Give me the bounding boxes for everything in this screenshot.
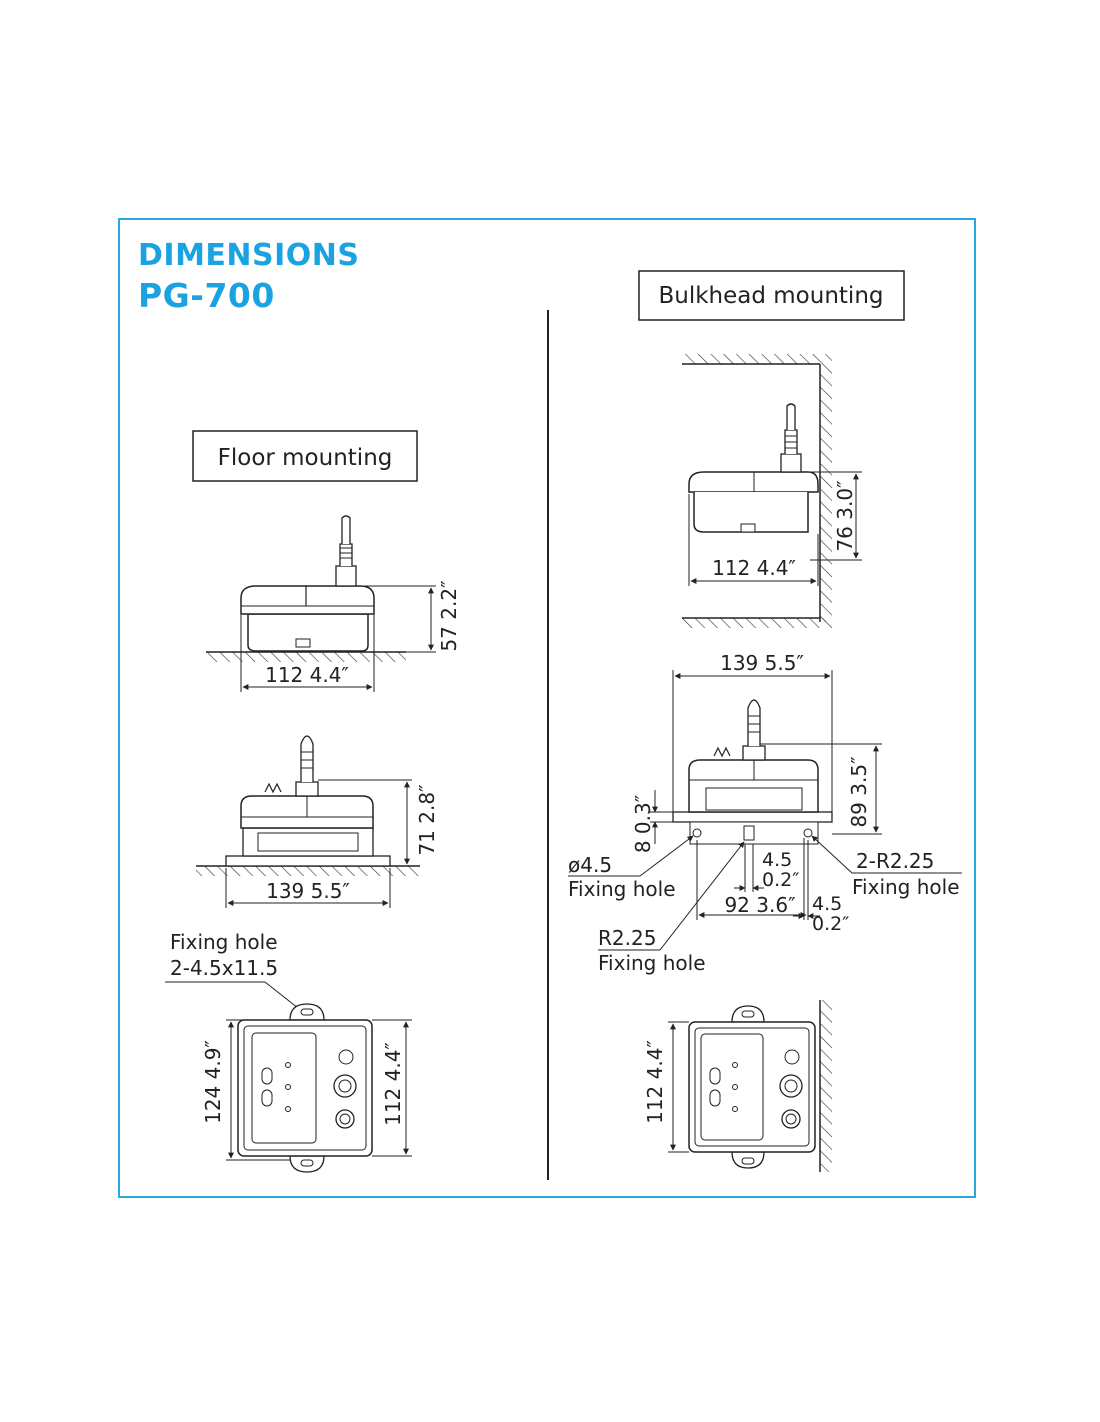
bulkhead-hole-dia-dim: ø4.5 [568, 853, 612, 877]
model-name: PG-700 [138, 276, 275, 315]
floor-top-width-dim: 112 4.4″ [381, 1042, 405, 1126]
floor-mounting-section: Floor mounting 112 4.4″ 57 2.2″ [165, 430, 461, 1173]
page-title: DIMENSIONS [138, 238, 360, 273]
floor-top-view: Fixing hole 2-4.5x11.5 124 4.9″ 11 [165, 930, 412, 1173]
floor-mounting-label-box [192, 430, 418, 482]
floor-front-view: 139 5.5″ 71 2.8″ [196, 735, 439, 908]
diagram-frame [118, 218, 976, 1198]
bulkhead-mounting-section: Bulkhead mounting 112 4.4″ 76 [568, 270, 962, 1172]
bulkhead-r-center-dim: R2.25 [598, 926, 656, 950]
floor-front-height-dim: 71 2.8″ [415, 784, 439, 855]
bulkhead-slot-side-in-dim: 0.2″ [812, 913, 849, 935]
floor-front-width-dim: 139 5.5″ [266, 879, 350, 903]
bulkhead-slot-top-dim: 4.5 [762, 849, 792, 871]
floor-fixing-hole-size: 2-4.5x11.5 [170, 956, 278, 980]
bulkhead-side-width-dim: 112 4.4″ [712, 556, 796, 580]
floor-side-view: 112 4.4″ 57 2.2″ [206, 515, 461, 692]
bulkhead-r-right-label: Fixing hole [852, 875, 960, 899]
bulkhead-mounting-label: Bulkhead mounting [658, 283, 883, 309]
bulkhead-front-view: 139 5.5″ 89 3.5″ 8 0.3″ [568, 651, 962, 975]
floor-fixing-hole-label: Fixing hole [170, 930, 278, 954]
bulkhead-side-height-dim: 76 3.0″ [833, 480, 857, 551]
bulkhead-mounting-label-box [638, 270, 905, 321]
floor-side-height-dim: 57 2.2″ [437, 580, 461, 651]
floor-top-length-dim: 124 4.9″ [201, 1040, 225, 1124]
bulkhead-slot-side-dim: 4.5 [812, 893, 842, 915]
floor-side-width-dim: 112 4.4″ [265, 663, 349, 687]
floor-mounting-label: Floor mounting [218, 445, 393, 471]
bulkhead-front-width-dim: 139 5.5″ [720, 651, 804, 675]
bulkhead-hole-dia-label: Fixing hole [568, 877, 676, 901]
bulkhead-top-width-dim: 112 4.4″ [643, 1040, 667, 1124]
bulkhead-r-center-label: Fixing hole [598, 951, 706, 975]
bulkhead-flange-dim: 8 0.3″ [631, 795, 655, 853]
bulkhead-side-view: 112 4.4″ 76 3.0″ [682, 354, 862, 628]
bulkhead-pitch-dim: 92 3.6″ [724, 893, 795, 917]
bulkhead-front-height-dim: 89 3.5″ [847, 756, 871, 827]
bulkhead-top-view: 112 4.4″ [643, 1000, 832, 1172]
bulkhead-r-right-dim: 2-R2.25 [856, 849, 934, 873]
bulkhead-slot-top-in-dim: 0.2″ [762, 869, 799, 891]
